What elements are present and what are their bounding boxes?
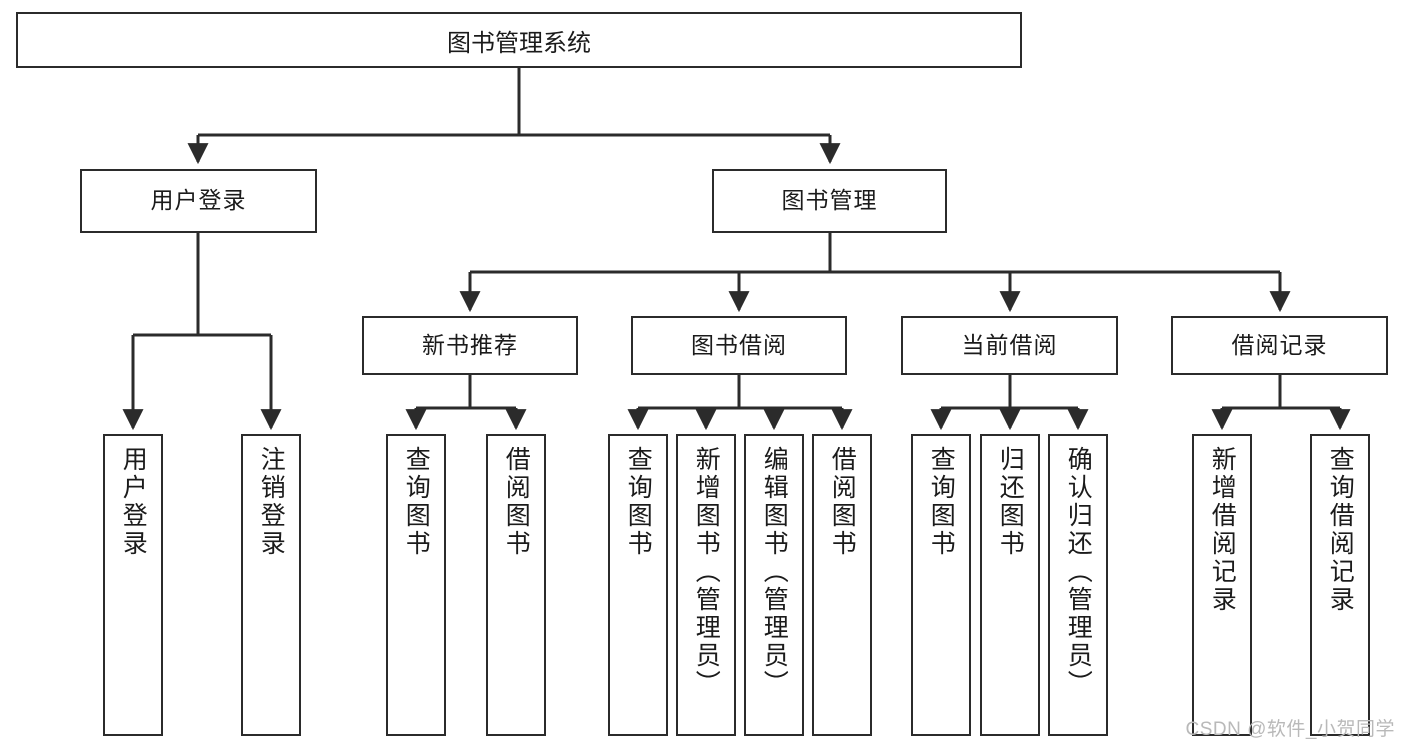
leaf-book-borrow-edit[interactable]: 编辑图书（管理员） — [744, 434, 804, 736]
leaf-label: 注销登录 — [257, 446, 286, 558]
leaf-borrow-record-query[interactable]: 查询借阅记录 — [1310, 434, 1370, 736]
leaf-new-book-borrow[interactable]: 借阅图书 — [486, 434, 546, 736]
node-borrow-record[interactable]: 借阅记录 — [1171, 316, 1388, 375]
node-label: 新书推荐 — [422, 331, 518, 358]
leaf-label: 确认归还（管理员） — [1064, 446, 1093, 698]
leaf-label: 查询借阅记录 — [1326, 446, 1355, 614]
leaf-label: 借阅图书 — [502, 446, 531, 558]
leaf-book-borrow-add[interactable]: 新增图书（管理员） — [676, 434, 736, 736]
node-label: 当前借阅 — [961, 331, 1058, 358]
node-label: 用户登录 — [150, 187, 247, 214]
leaf-label: 归还图书 — [996, 446, 1025, 558]
node-new-book-recommend[interactable]: 新书推荐 — [362, 316, 578, 375]
leaf-label: 查询图书 — [624, 446, 653, 558]
leaf-label: 新增图书（管理员） — [692, 446, 721, 698]
node-book-borrow[interactable]: 图书借阅 — [631, 316, 847, 375]
node-user-login[interactable]: 用户登录 — [80, 169, 317, 233]
leaf-user-login-login[interactable]: 用户登录 — [103, 434, 163, 736]
leaf-book-borrow-query[interactable]: 查询图书 — [608, 434, 668, 736]
leaf-label: 新增借阅记录 — [1208, 446, 1237, 614]
leaf-user-login-logout[interactable]: 注销登录 — [241, 434, 301, 736]
node-book-management[interactable]: 图书管理 — [712, 169, 947, 233]
leaf-current-borrow-confirm-return[interactable]: 确认归还（管理员） — [1048, 434, 1108, 736]
leaf-label: 查询图书 — [927, 446, 956, 558]
node-current-borrow[interactable]: 当前借阅 — [901, 316, 1118, 375]
node-label: 借阅记录 — [1231, 331, 1328, 358]
node-label: 图书借阅 — [691, 331, 787, 358]
leaf-label: 查询图书 — [402, 446, 431, 558]
leaf-new-book-query[interactable]: 查询图书 — [386, 434, 446, 736]
node-label: 图书管理 — [781, 187, 878, 214]
leaf-current-borrow-return[interactable]: 归还图书 — [980, 434, 1040, 736]
node-root-system[interactable]: 图书管理系统 — [16, 12, 1022, 68]
leaf-book-borrow-borrow[interactable]: 借阅图书 — [812, 434, 872, 736]
leaf-current-borrow-query[interactable]: 查询图书 — [911, 434, 971, 736]
node-label: 图书管理系统 — [447, 29, 591, 57]
leaf-borrow-record-add[interactable]: 新增借阅记录 — [1192, 434, 1252, 736]
leaf-label: 借阅图书 — [828, 446, 857, 558]
leaf-label: 编辑图书（管理员） — [760, 446, 789, 698]
leaf-label: 用户登录 — [119, 446, 148, 558]
